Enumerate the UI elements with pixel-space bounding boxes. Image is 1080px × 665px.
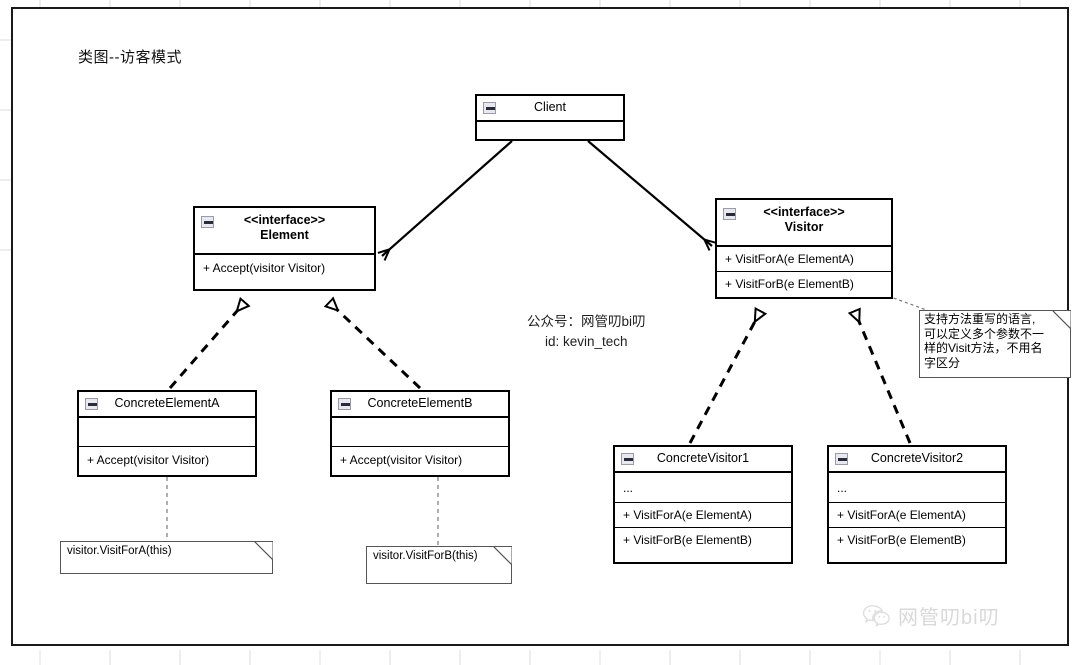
class-method-concrete-visitor-1-visitfora: + VisitForA(e ElementA)	[615, 503, 791, 528]
note-visitor-overload-cn[interactable]: 支持方法重写的语言, 可以定义多个参数不一 样的Visit方法，不用名 字区分	[919, 310, 1071, 378]
class-name-concrete-visitor-2: ConcreteVisitor2	[870, 451, 964, 465]
collapse-icon[interactable]	[85, 398, 98, 410]
note-text-visitor-cn: 支持方法重写的语言, 可以定义多个参数不一 样的Visit方法，不用名 字区分	[924, 312, 1045, 370]
note-text-b: visitor.VisitForB(this)	[373, 550, 478, 562]
realize-visitor2-visitor	[855, 312, 912, 444]
class-name-client: Client	[534, 100, 566, 114]
class-method-visitor-visitfora: + VisitForA(e ElementA)	[717, 247, 891, 272]
class-attributes-concrete-visitor-1: ...	[615, 473, 791, 503]
class-name-concrete-visitor-1: ConcreteVisitor1	[656, 451, 750, 465]
note-fold-icon	[254, 541, 273, 560]
class-box-element[interactable]: <<interface>> Element + Accept(visitor V…	[193, 206, 376, 291]
class-box-concrete-visitor-2[interactable]: ConcreteVisitor2 ... + VisitForA(e Eleme…	[827, 445, 1007, 564]
class-box-concrete-visitor-1[interactable]: ConcreteVisitor1 ... + VisitForA(e Eleme…	[613, 445, 793, 564]
watermark-center: 公众号：网管叨bi叨 id: kevin_tech	[527, 314, 646, 349]
class-header-client: Client	[477, 96, 623, 122]
class-attributes-concrete-element-a	[79, 418, 255, 447]
class-header-visitor: <<interface>> Visitor	[717, 200, 891, 247]
note-fold-icon	[493, 546, 512, 565]
realize-elementa-element	[168, 303, 244, 389]
class-method-concrete-visitor-2-visitfora: + VisitForA(e ElementA)	[829, 503, 1005, 528]
collapse-icon[interactable]	[338, 398, 351, 410]
class-header-concrete-element-a: ConcreteElementA	[79, 392, 255, 418]
class-box-concrete-element-b[interactable]: ConcreteElementB + Accept(visitor Visito…	[330, 390, 510, 477]
class-compartment-empty	[477, 122, 623, 144]
class-method-element-accept: + Accept(visitor Visitor)	[203, 261, 326, 275]
class-method-concrete-element-a-accept: + Accept(visitor Visitor)	[87, 453, 210, 467]
class-name-concrete-element-a: ConcreteElementA	[114, 396, 220, 410]
collapse-icon[interactable]	[723, 208, 736, 220]
class-box-visitor[interactable]: <<interface>> Visitor + VisitForA(e Elem…	[715, 198, 893, 299]
class-stereotype-element: <<interface>>	[243, 213, 326, 227]
class-method-concrete-visitor-1-visitforb: + VisitForB(e ElementB)	[623, 533, 752, 547]
class-header-concrete-visitor-2: ConcreteVisitor2	[829, 447, 1005, 473]
class-header-concrete-visitor-1: ConcreteVisitor1	[615, 447, 791, 473]
class-box-client[interactable]: Client	[475, 94, 625, 141]
note-anchor-visitor	[887, 295, 933, 313]
assoc-client-visitor	[587, 140, 717, 251]
class-attributes-concrete-visitor-2: ...	[829, 473, 1005, 503]
note-visitor-visitforb[interactable]: visitor.VisitForB(this)	[366, 546, 512, 584]
class-method-visitor-visitforb: + VisitForB(e ElementB)	[725, 277, 854, 291]
note-visitor-visitfora[interactable]: visitor.VisitForA(this)	[60, 541, 273, 574]
class-stereotype-visitor: <<interface>>	[763, 205, 845, 219]
class-attributes-concrete-element-b	[332, 418, 508, 447]
realize-elementb-element	[330, 303, 422, 390]
realize-visitor1-visitor	[688, 312, 760, 444]
class-header-element: <<interface>> Element	[195, 208, 374, 255]
note-fold-icon	[1052, 310, 1071, 329]
class-box-concrete-element-a[interactable]: ConcreteElementA + Accept(visitor Visito…	[77, 390, 257, 477]
class-header-concrete-element-b: ConcreteElementB	[332, 392, 508, 418]
note-text-a: visitor.VisitForA(this)	[67, 545, 172, 557]
class-name-concrete-element-b: ConcreteElementB	[367, 396, 473, 410]
watermark-bottom-right: 网管叨bi叨	[862, 601, 1000, 630]
collapse-icon[interactable]	[201, 216, 214, 228]
assoc-client-element	[377, 140, 513, 261]
wechat-icon	[862, 604, 890, 627]
collapse-icon[interactable]	[835, 453, 848, 465]
watermark-bottom-text: 网管叨bi叨	[898, 607, 1000, 629]
page-title: 类图--访客模式	[78, 49, 182, 66]
class-name-element: Element	[260, 228, 309, 242]
class-name-visitor: Visitor	[784, 220, 824, 234]
collapse-icon[interactable]	[621, 453, 634, 465]
class-method-concrete-element-b-accept: + Accept(visitor Visitor)	[340, 453, 463, 467]
collapse-icon[interactable]	[483, 102, 496, 114]
class-method-concrete-visitor-2-visitforb: + VisitForB(e ElementB)	[837, 533, 966, 547]
